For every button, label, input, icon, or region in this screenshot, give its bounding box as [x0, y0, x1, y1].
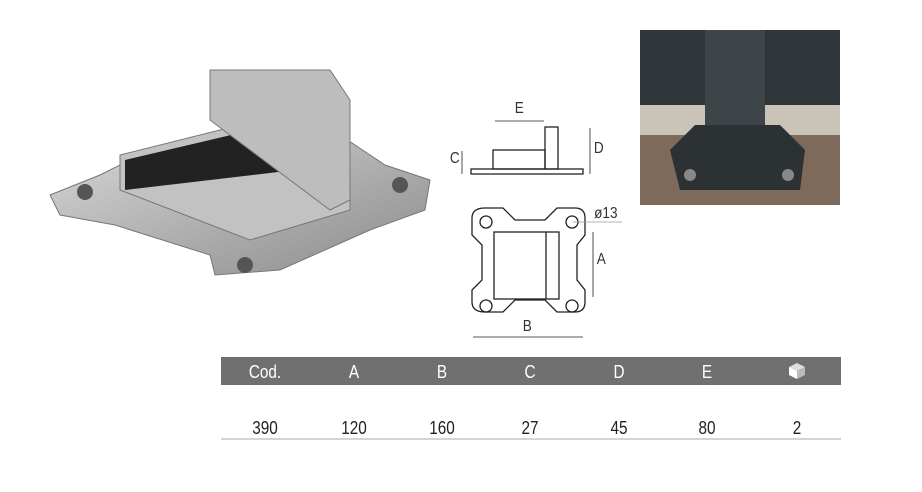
cell-d: 45 — [610, 418, 628, 438]
dim-label-hole: ø13 — [594, 205, 618, 222]
col-header-d: D — [613, 362, 625, 382]
col-header-b: B — [436, 362, 448, 382]
product-image — [49, 69, 431, 276]
box-icon — [789, 363, 805, 379]
cell-c: 27 — [521, 418, 539, 438]
col-header-e: E — [701, 362, 713, 382]
cell-a: 120 — [341, 418, 367, 438]
dim-label-d: D — [593, 140, 604, 157]
dim-label-c: C — [449, 150, 460, 167]
cell-b: 160 — [429, 418, 455, 438]
col-header-c: C — [524, 362, 536, 382]
dim-label-e: E — [514, 100, 524, 117]
col-header-a: A — [348, 362, 360, 382]
cell-code: 390 — [252, 418, 278, 438]
cell-e: 80 — [698, 418, 716, 438]
table-rule — [221, 438, 841, 440]
cell-pack-qty: 2 — [792, 418, 802, 438]
spec-table-header: Cod. A B C D E — [221, 357, 841, 385]
dim-label-a: A — [596, 251, 606, 268]
col-header-code: Cod. — [248, 362, 282, 382]
dim-label-b: B — [522, 318, 532, 335]
installation-photo — [640, 30, 840, 205]
technical-drawing — [461, 120, 622, 338]
